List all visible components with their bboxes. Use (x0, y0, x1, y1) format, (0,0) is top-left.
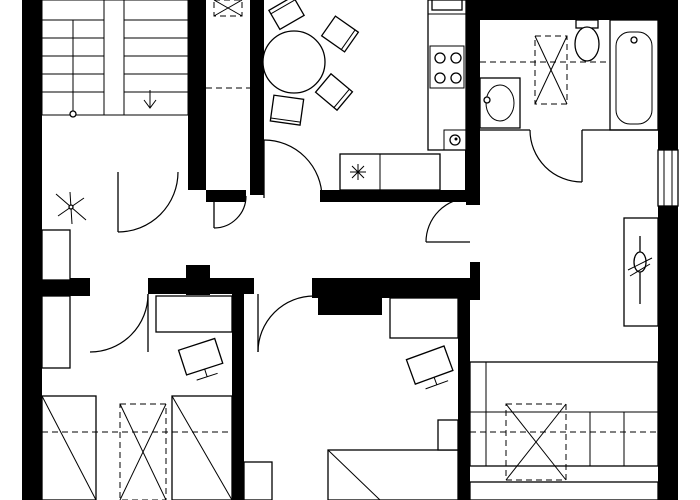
hall-cabinet (41, 229, 71, 281)
study-light-box (505, 403, 567, 481)
sofa-icon (469, 361, 659, 467)
nightstand (437, 419, 459, 451)
wall-right-outer (658, 0, 678, 500)
chair-icon (269, 94, 305, 126)
hall-door-swing-left (117, 171, 179, 233)
chair-icon (314, 72, 354, 112)
bedroom-center (257, 294, 459, 500)
stair-treads-right (124, 19, 188, 93)
bathroom-door-swing (529, 129, 583, 183)
bathroom-light-box (534, 35, 568, 105)
kitchen (263, 0, 467, 199)
round-table-icon (262, 30, 326, 94)
monitor-icon (405, 345, 454, 390)
ceiling-fan-icon (55, 191, 87, 225)
wall-bath-top (466, 0, 678, 20)
bed-icon (469, 481, 659, 500)
nightstand (243, 461, 273, 500)
oven-knob-icon (443, 129, 467, 151)
desk-icon (389, 297, 459, 339)
stair-start-marker (69, 110, 77, 118)
guitar-icon (627, 236, 653, 304)
hall-door-swing-closet (213, 195, 247, 229)
ceiling-light-icon (350, 164, 366, 180)
wall-kitchen-left (250, 0, 264, 195)
stove-burner (434, 52, 446, 64)
wall-hall-bottom-pier (186, 265, 210, 295)
bedroom-left-light-box (119, 403, 167, 500)
washbasin-icon (479, 77, 521, 129)
bedroom-left (41, 293, 273, 500)
dining-area (206, 0, 360, 126)
wall-bedroom-divider (232, 290, 244, 500)
wall-left-outer (22, 0, 42, 500)
bedroom-left-door-swing (89, 293, 149, 353)
chair-icon (320, 15, 360, 53)
hall-door-swing-right (425, 197, 471, 243)
study-room (469, 149, 679, 500)
window-icon (657, 149, 679, 207)
bed-icon (41, 395, 233, 500)
staircase-outline (41, 0, 189, 116)
bedroom-center-door-swing (257, 295, 315, 353)
stove-icon (429, 45, 465, 89)
wall-stair-right (188, 0, 206, 190)
wall-wardrobe-block (318, 295, 382, 315)
bed-icon (327, 449, 459, 500)
stove-burner (434, 72, 446, 84)
wall-kitchen-bottom (320, 190, 470, 202)
staircase (41, 0, 189, 118)
chair-icon (267, 0, 306, 31)
wall-hall-top-right (465, 150, 480, 200)
sink-icon (431, 0, 463, 11)
bathroom (479, 19, 659, 183)
closet (206, 0, 250, 89)
wall-hall-bottom-center (312, 278, 480, 298)
stove-burner (450, 72, 462, 84)
toilet-icon (574, 19, 600, 62)
hallway (41, 171, 471, 281)
wall-bedroom-right (458, 292, 470, 500)
wardrobe (41, 295, 71, 369)
wall-hall-top-left (206, 190, 246, 202)
monitor-icon (177, 337, 224, 381)
wall-room-divider-top (22, 278, 90, 296)
closet-light-box (213, 0, 243, 17)
kitchen-door-swing (263, 139, 323, 199)
desk-icon (155, 295, 233, 333)
stove-burner (450, 52, 462, 64)
